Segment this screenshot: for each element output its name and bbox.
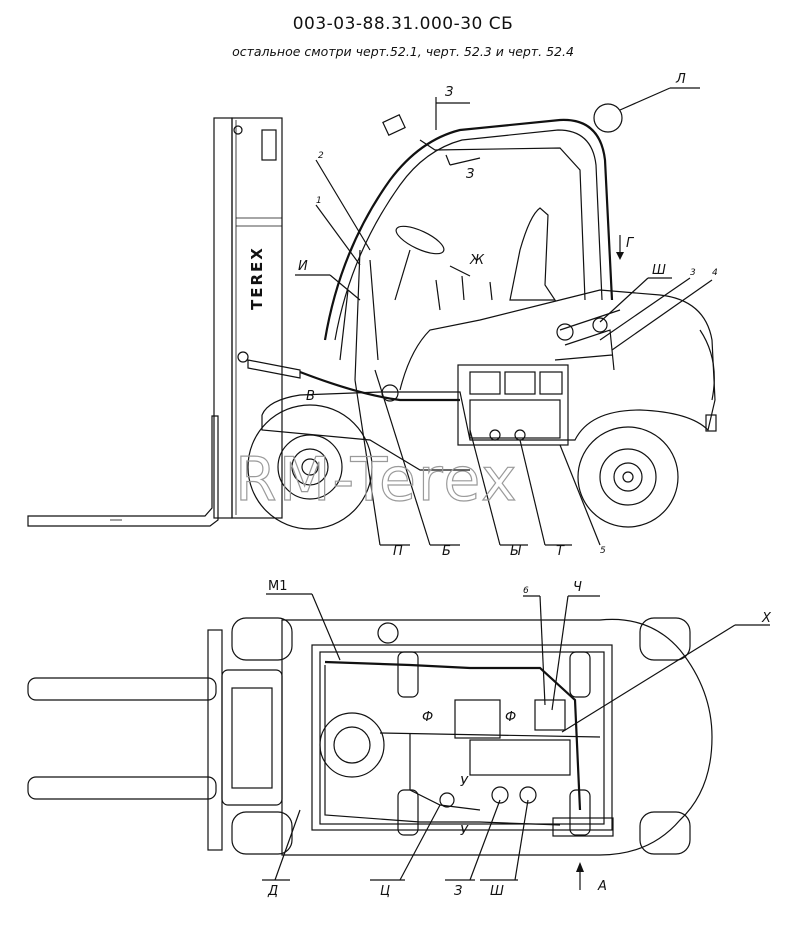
- label-u-mid: У: [460, 775, 469, 790]
- label-sh-top: Ш: [490, 884, 504, 899]
- truck-body: [261, 289, 716, 441]
- label-b: Б: [442, 544, 451, 559]
- front-wheel: [247, 404, 373, 530]
- mast-brand: TEREX: [248, 246, 266, 310]
- label-y: Ы: [510, 544, 522, 559]
- label-x: Х: [761, 611, 772, 626]
- label-t: Т: [556, 544, 565, 559]
- engine-top: [454, 699, 501, 739]
- chassis: [281, 618, 713, 856]
- label-g: Г: [626, 236, 635, 251]
- overhead-guard: [323, 118, 614, 341]
- label-zh: Ж: [469, 253, 485, 268]
- mast-inner: [231, 117, 283, 519]
- label-sh-side: Ш: [652, 263, 666, 278]
- number-2: 2: [318, 151, 324, 161]
- number-5: 5: [600, 546, 606, 556]
- label-m1: М1: [268, 579, 288, 594]
- label-z-top-view: З: [454, 884, 462, 899]
- svg-text:Ф: Ф: [422, 710, 433, 725]
- seat: [509, 207, 557, 301]
- label-u-bottom: У: [460, 824, 469, 839]
- number-6: 6: [523, 586, 529, 596]
- svg-text:Ф: Ф: [505, 710, 516, 725]
- label-i: И: [298, 259, 308, 274]
- label-p: П: [393, 544, 403, 559]
- label-z-mid: З: [466, 167, 474, 182]
- fork-right: [27, 776, 217, 800]
- drawing-note: остальное смотри черт.52.1, черт. 52.3 и…: [232, 44, 574, 59]
- front-wheel-right: [231, 811, 293, 855]
- wiring-harness: [299, 370, 460, 402]
- overhead-frame: [311, 644, 613, 831]
- front-wheel-left: [231, 617, 293, 661]
- rear-wheel-right: [639, 811, 691, 855]
- number-3: 3: [690, 268, 696, 278]
- fork-left: [27, 677, 217, 701]
- battery: [552, 817, 614, 837]
- side-view: TEREX: [27, 72, 718, 559]
- watermark: RM-Terex: [235, 445, 519, 515]
- steering-unit: [319, 712, 385, 778]
- fork: [27, 415, 219, 527]
- engine: [457, 364, 569, 446]
- drawing-number: 003-03-88.31.000-30 СБ: [292, 14, 514, 34]
- rear-wheel-left: [639, 617, 691, 661]
- label-ts: Ц: [380, 884, 390, 899]
- label-d: Д: [267, 884, 278, 899]
- number-4: 4: [712, 268, 718, 278]
- number-1: 1: [316, 196, 322, 206]
- top-harness: [324, 660, 582, 811]
- label-v: В: [306, 389, 315, 404]
- label-l: Л: [675, 72, 686, 87]
- label-a: А: [597, 879, 607, 894]
- steering-wheel: [395, 225, 445, 255]
- top-view: Ф Ф М1 6 Ч Х У У Д Ц З Ш А: [27, 579, 772, 899]
- mast-outer: [213, 117, 233, 519]
- label-z-top: З: [445, 85, 453, 100]
- rear-wheel: [577, 426, 679, 528]
- beacon: [593, 103, 623, 133]
- label-ch: Ч: [573, 580, 582, 595]
